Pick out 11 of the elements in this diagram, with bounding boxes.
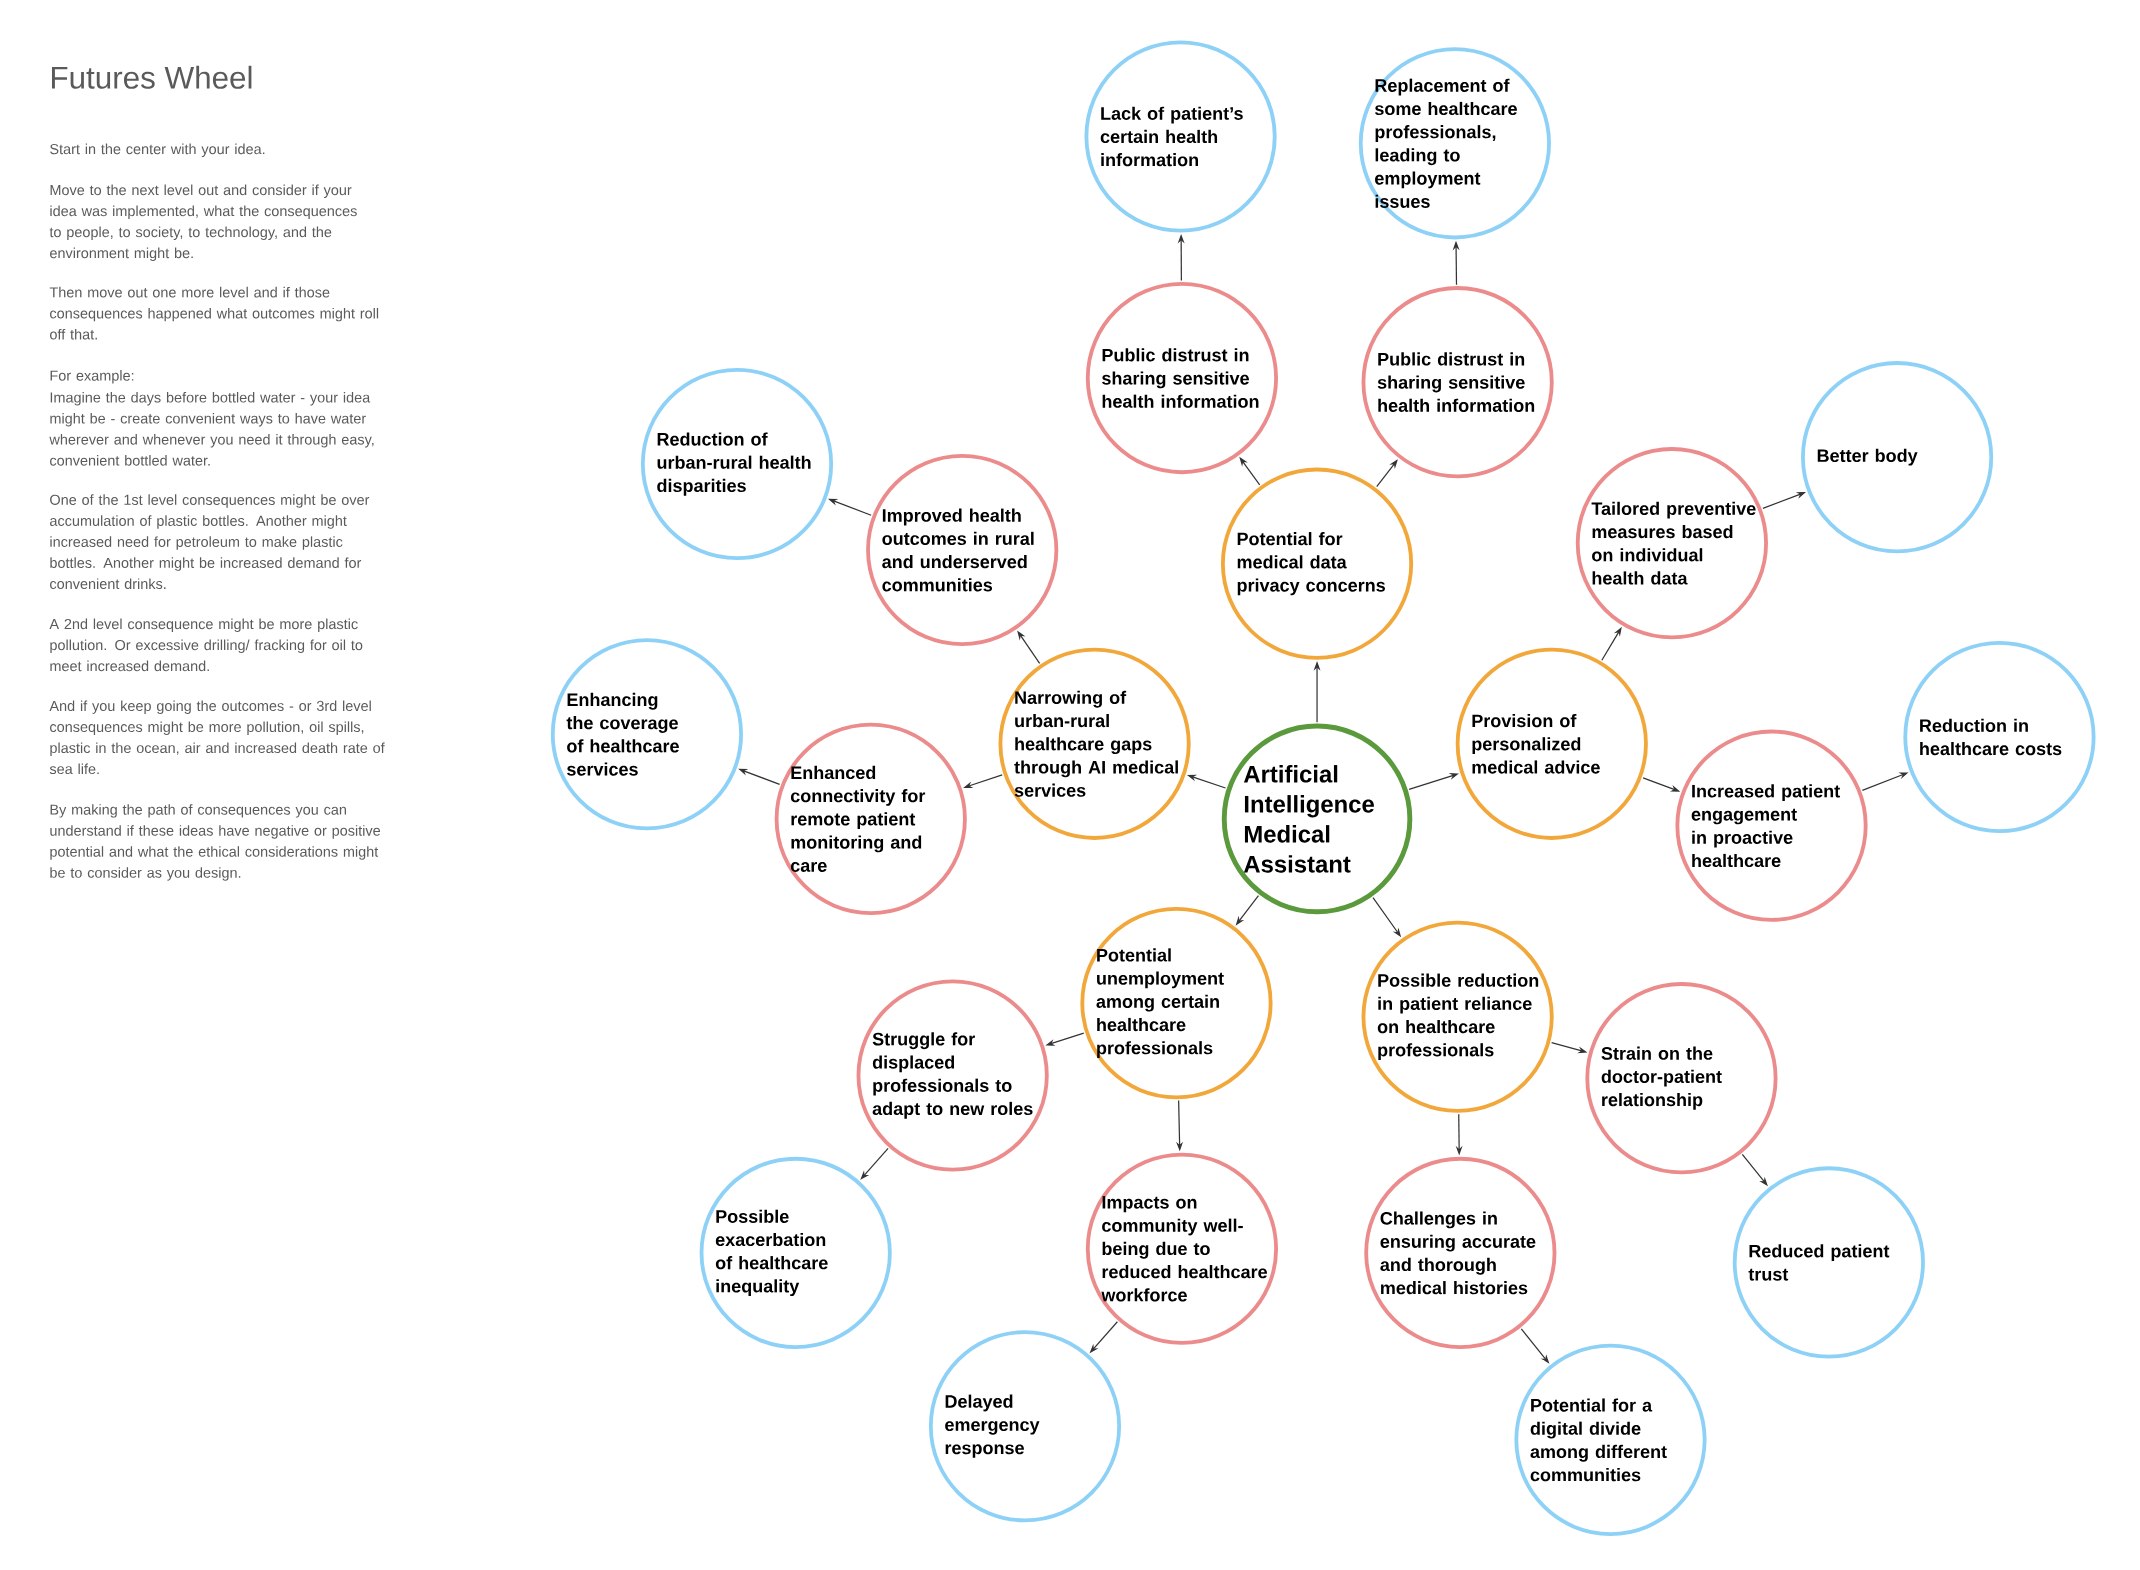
instruction-text: And if you keep going the outcomes - or 3rd level consequences might be more pollution, oil spills, plastic in the ocean, air and increased death rate of sea life.: [49, 700, 385, 775]
instruction-text: Move to the next level out and consider if your idea was implemented, what the consequences to people, to society, to technology, and the environment might be.: [49, 184, 357, 262]
heading: Futures Wheel: [52, 66, 252, 90]
instruction-text: A 2nd level consequence might be more plastic pollution. Or excessive drilling/ fracking for oil to meet increased demand.: [49, 618, 363, 672]
instruction-text: By making the path of consequences you can understand if these ideas have negative or positive potential and what the ethical considerations might be to consider as you design.: [50, 804, 381, 881]
arrow: [1239, 457, 1261, 486]
instruction-text: Imagine the days before bottled water - your idea might be - create convenient ways to have water wherever and whenever you need it through easy, convenient bottled water.: [49, 392, 374, 466]
instruction-text: For example:: [50, 370, 134, 384]
instruction-text: One of the 1st level consequences might be over accumulation of plastic bottles. Another might increased need for petroleum to make plastic bottles. Another might be increased demand for convenient drinks.: [50, 494, 370, 590]
instruction-text: Then move out one more level and if those consequences happened what outcomes might roll off that.: [49, 287, 379, 340]
instruction-text: Start in the center with your idea.: [50, 143, 265, 158]
